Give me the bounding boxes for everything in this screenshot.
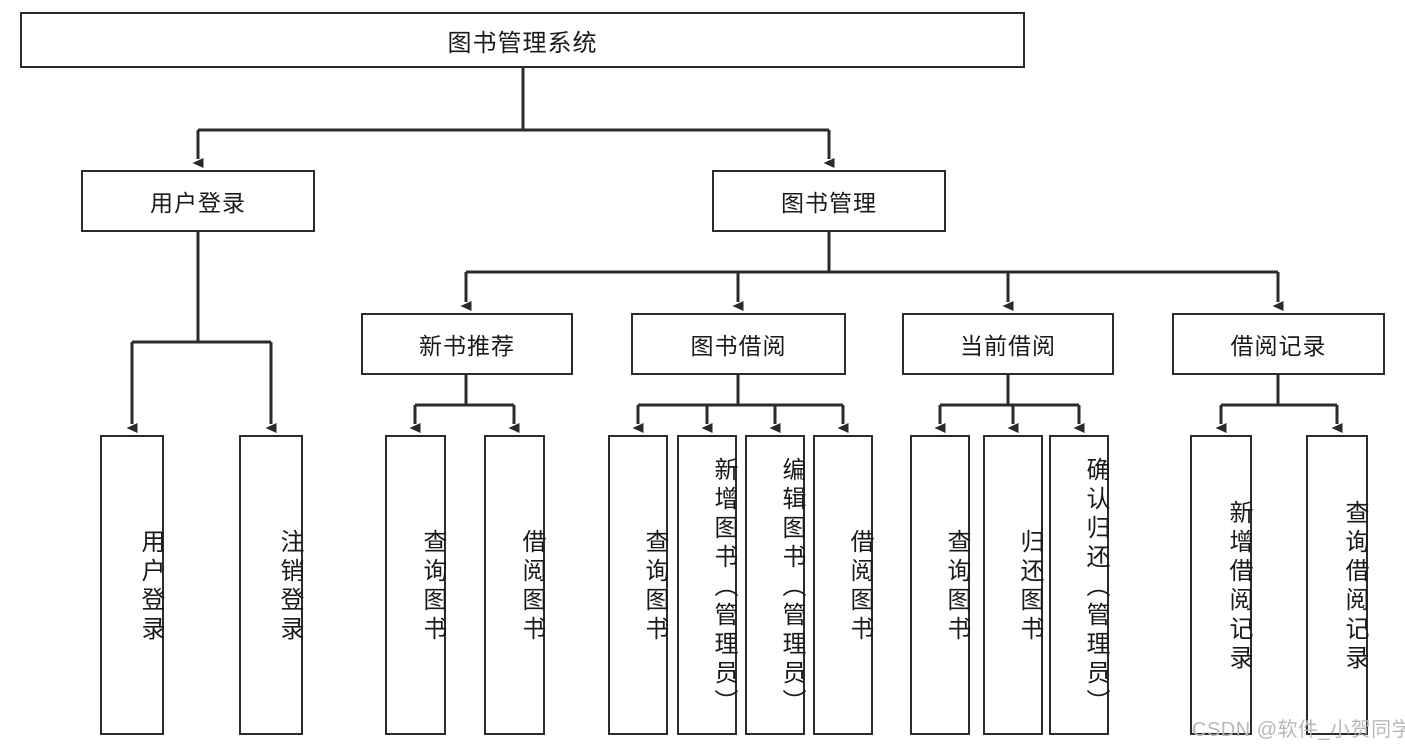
node-borrow-record[interactable]: 借阅记录: [1172, 313, 1385, 375]
node-leaf-confirm-return[interactable]: 确认归还（管理员）: [1049, 435, 1109, 735]
node-leaf-user-login[interactable]: 用户登录: [100, 435, 164, 735]
node-leaf-query-record[interactable]: 查询借阅记录: [1306, 435, 1368, 735]
node-label: 查询借阅记录: [1341, 500, 1368, 674]
node-leaf-return-book[interactable]: 归还图书: [983, 435, 1043, 735]
node-leaf-query-book-cur[interactable]: 查询图书: [910, 435, 970, 735]
node-leaf-logout[interactable]: 注销登录: [239, 435, 303, 735]
node-leaf-add-book[interactable]: 新增图书（管理员）: [677, 435, 737, 735]
node-label: 借阅记录: [1230, 333, 1327, 359]
node-leaf-query-book-rec[interactable]: 查询图书: [385, 435, 446, 735]
node-leaf-borrow-book[interactable]: 借阅图书: [813, 435, 873, 735]
node-label: 归还图书: [1016, 529, 1043, 645]
csdn-watermark: CSDN @软件_小贺同学: [1192, 719, 1405, 741]
node-book-borrow[interactable]: 图书借阅: [631, 313, 846, 375]
node-label: 确认归还（管理员）: [1082, 456, 1109, 718]
node-label: 借阅图书: [518, 529, 545, 645]
node-label: 新增图书（管理员）: [710, 456, 737, 718]
node-leaf-borrow-book-rec[interactable]: 借阅图书: [484, 435, 545, 735]
node-leaf-add-record[interactable]: 新增借阅记录: [1190, 435, 1252, 735]
node-label: 新增借阅记录: [1225, 500, 1252, 674]
node-label: 用户登录: [137, 529, 164, 645]
node-label: 当前借阅: [960, 333, 1056, 359]
node-leaf-query-book-borrow[interactable]: 查询图书: [608, 435, 668, 735]
node-label: 借阅图书: [846, 529, 873, 645]
node-new-book-rec[interactable]: 新书推荐: [361, 313, 573, 375]
node-label: 查询图书: [641, 529, 668, 645]
node-current-borrow[interactable]: 当前借阅: [902, 313, 1114, 375]
node-label: 用户登录: [150, 190, 246, 216]
node-label: 编辑图书（管理员）: [778, 456, 805, 718]
node-label: 图书借阅: [690, 333, 787, 359]
node-leaf-edit-book[interactable]: 编辑图书（管理员）: [745, 435, 805, 735]
node-label: 新书推荐: [419, 333, 515, 359]
node-user-login[interactable]: 用户登录: [81, 170, 315, 232]
node-label: 查询图书: [943, 529, 970, 645]
node-label: 图书管理: [781, 190, 877, 216]
node-label: 查询图书: [419, 529, 446, 645]
node-root-system[interactable]: 图书管理系统: [20, 12, 1025, 68]
node-book-manage[interactable]: 图书管理: [712, 170, 946, 232]
node-label: 注销登录: [276, 529, 303, 645]
node-label: 图书管理系统: [447, 29, 598, 57]
